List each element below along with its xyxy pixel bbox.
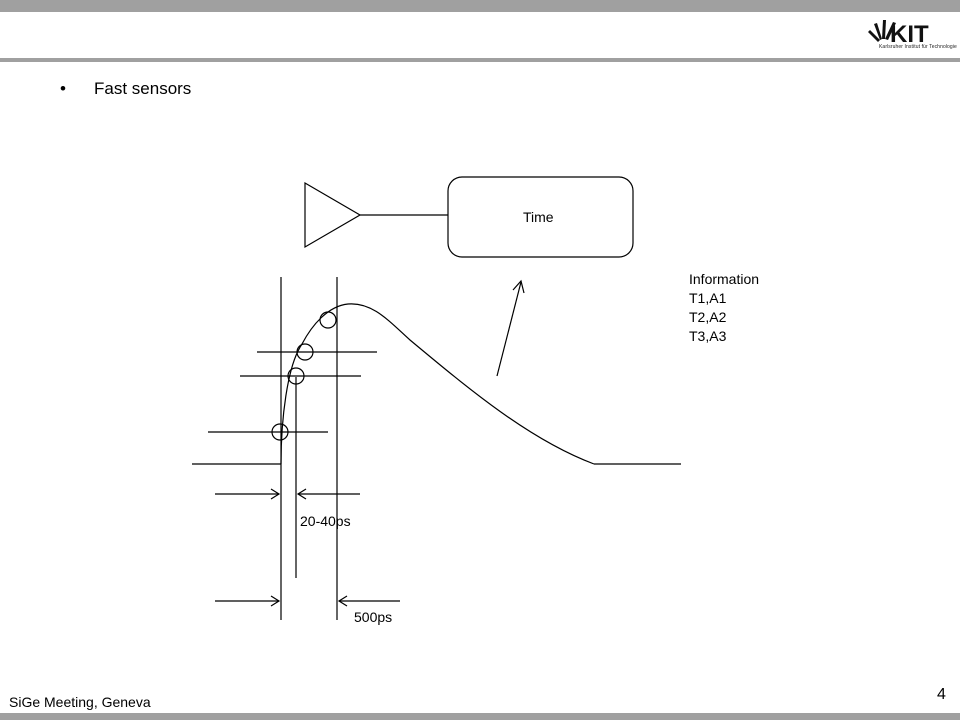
logo-arc-4 (885, 22, 896, 40)
logo-subtitle: Karlsruher Institut für Technologie (879, 44, 957, 50)
large-interval-arrowhead-right (337, 595, 348, 607)
header-rule (0, 58, 960, 62)
large-interval-arrowhead-left (270, 595, 281, 607)
kit-logo: KIT (868, 20, 929, 48)
time-box-label: Time (523, 209, 554, 225)
logo-arc-2 (874, 23, 882, 40)
bottom-bar (0, 713, 960, 720)
pulse-curve (280, 303, 595, 465)
page-number: 4 (937, 686, 946, 703)
information-item-3: T3,A3 (689, 328, 727, 344)
information-block: Information T1,A1 T2,A2 T3,A3 (689, 270, 759, 346)
information-item-1: T1,A1 (689, 290, 727, 306)
large-interval-label: 500ps (354, 609, 393, 625)
bullet-symbol: • (60, 79, 66, 98)
small-interval-arrowhead-right (296, 488, 307, 500)
small-interval-label: 20-40ps (300, 513, 351, 529)
logo-wordmark: KIT (890, 21, 929, 48)
crossing-circle-4 (319, 311, 337, 329)
bullet-text: Fast sensors (94, 79, 192, 98)
information-item-2: T2,A2 (689, 309, 727, 325)
footer-text: SiGe Meeting, Geneva (9, 694, 151, 710)
top-bar (0, 0, 960, 12)
crossing-circle-1 (271, 423, 289, 441)
info-arrow-head (512, 279, 525, 294)
time-box (447, 176, 634, 258)
information-title: Information (689, 271, 760, 287)
logo-arc-3 (882, 20, 886, 39)
crossing-circle-3 (296, 343, 314, 361)
logo-arc-1 (868, 30, 880, 42)
info-arrow-line (496, 281, 522, 377)
small-interval-arrowhead-left (270, 488, 281, 500)
amplifier-triangle (304, 181, 362, 249)
